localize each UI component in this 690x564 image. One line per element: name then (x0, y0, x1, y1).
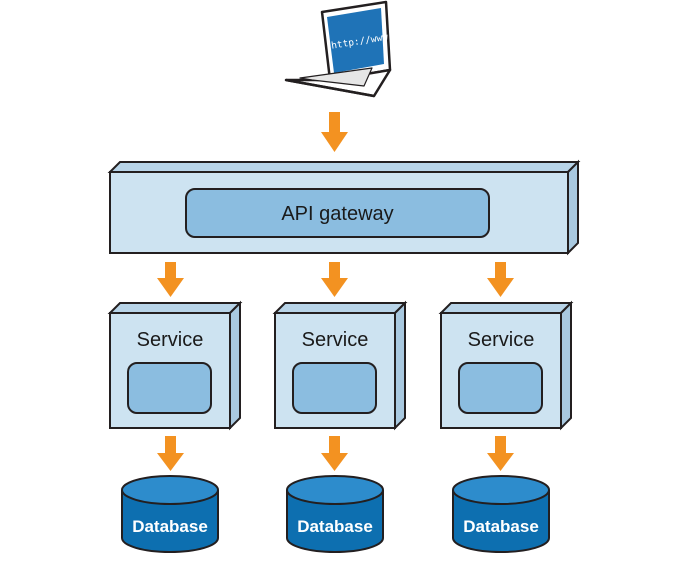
arrow-service-to-database-3 (487, 436, 514, 471)
service-inner-box-2 (292, 362, 377, 414)
database-cylinder-icon: Database (286, 475, 384, 553)
service-box-3: Service (438, 300, 574, 431)
service-inner-box-3 (458, 362, 543, 414)
arrow-client-to-gateway (321, 112, 348, 152)
arrow-gateway-to-service-2 (321, 262, 348, 297)
laptop-screen (327, 8, 384, 73)
database-label-3: Database (463, 517, 539, 536)
service-inner-box-1 (127, 362, 212, 414)
database-label-2: Database (297, 517, 373, 536)
arrow-gateway-to-service-1 (157, 262, 184, 297)
arrow-service-to-database-2 (321, 436, 348, 471)
service-label-2: Service (302, 329, 369, 351)
service-box-2: Service (272, 300, 408, 431)
service-label-1: Service (137, 329, 204, 351)
api-gateway-box (185, 188, 490, 238)
database-label-1: Database (132, 517, 208, 536)
laptop-icon: http://www (284, 0, 392, 98)
service-box-1: Service (107, 300, 243, 431)
database-cylinder-icon: Database (121, 475, 219, 553)
arrow-service-to-database-1 (157, 436, 184, 471)
service-label-3: Service (468, 329, 535, 351)
arrow-gateway-to-service-3 (487, 262, 514, 297)
api-gateway-label: API gateway (281, 203, 393, 225)
api-gateway-panel: API gateway (107, 159, 581, 256)
database-cylinder-icon: Database (452, 475, 550, 553)
